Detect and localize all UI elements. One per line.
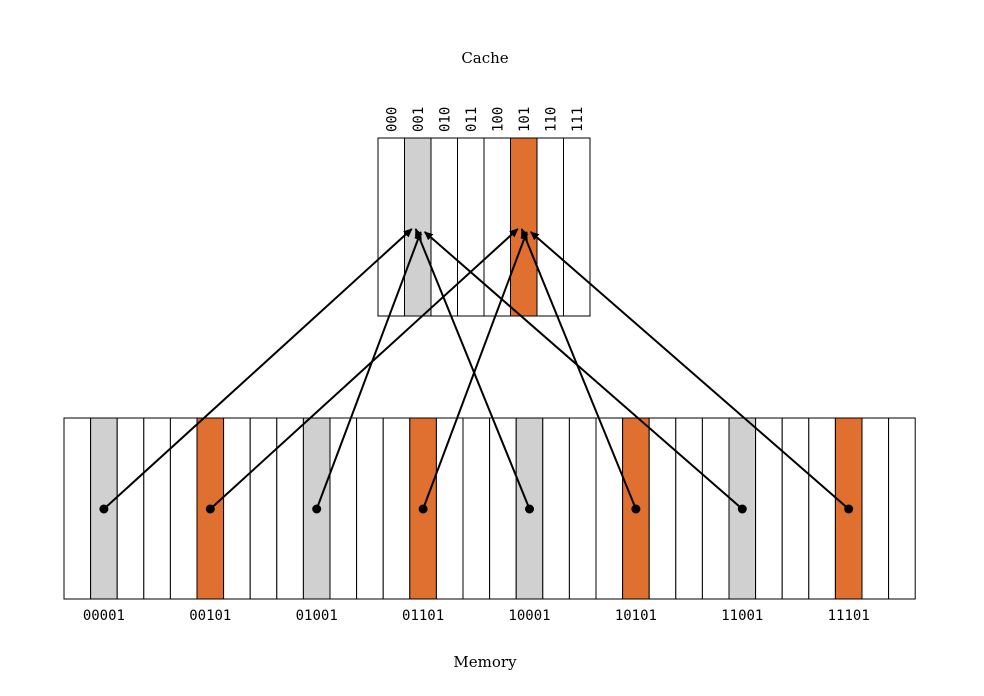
memory-cell (808, 417, 836, 600)
memory-cell (116, 417, 145, 600)
cache-cell-010 (430, 137, 458, 317)
memory-source-dot (312, 504, 322, 514)
memory-cell (249, 417, 278, 600)
cache-cell-101 (510, 137, 538, 317)
memory-address-label: 10001 (508, 608, 550, 624)
cache-index-label: 101 (517, 107, 533, 132)
memory-cell (755, 417, 783, 600)
memory-cell (568, 417, 597, 600)
memory-cell (435, 417, 464, 600)
memory-address-label: 11101 (828, 608, 870, 624)
memory-address-label: 00101 (189, 608, 231, 624)
cache-cell-100 (483, 137, 511, 317)
memory-address-label: 00001 (83, 608, 125, 624)
cache-index-labels: 000 001 010 011 100 101 110 111 (384, 107, 586, 132)
memory-source-dot (205, 504, 215, 514)
memory-cell (888, 417, 916, 600)
memory-source-dot (844, 504, 854, 514)
mapping-arrow (423, 231, 743, 510)
cache-cell-110 (536, 137, 564, 317)
memory-address-label: 01001 (296, 608, 338, 624)
cache-cell-001 (404, 137, 432, 317)
cache-title: Cache (461, 49, 508, 67)
memory-cell (489, 417, 517, 600)
mapping-arrow (520, 228, 637, 510)
memory-cell (329, 417, 358, 600)
mapping-arrow (422, 231, 528, 510)
cache-array (377, 137, 591, 317)
mapping-arrow (209, 228, 519, 510)
memory-array (63, 417, 916, 600)
memory-source-dot (525, 504, 534, 514)
memory-cell (542, 417, 570, 600)
memory-address-label: 10101 (615, 608, 657, 624)
cache-index-label: 000 (384, 107, 400, 132)
cache-index-label: 110 (543, 107, 559, 132)
memory-cell (356, 417, 384, 600)
memory-cell (781, 417, 810, 600)
mapping-arrow (529, 231, 850, 510)
cache-index-label: 011 (464, 107, 480, 132)
memory-address-label: 01101 (402, 608, 444, 624)
cache-index-label: 001 (411, 107, 427, 132)
cache-index-label: 100 (490, 107, 506, 132)
memory-cell (223, 417, 251, 600)
memory-cell (595, 417, 624, 600)
memory-address-label: 11001 (721, 608, 763, 624)
memory-cell (63, 417, 92, 600)
cache-cell-000 (377, 137, 405, 317)
memory-source-dot (99, 504, 109, 514)
mapping-arrow (414, 228, 531, 510)
memory-cell (462, 417, 491, 600)
memory-source-dot (631, 504, 641, 514)
mapping-arrows (99, 228, 854, 514)
memory-cell (382, 417, 411, 600)
memory-cell (143, 417, 171, 600)
memory-source-dot (737, 504, 747, 514)
memory-cell (675, 417, 703, 600)
memory-cell (861, 417, 890, 600)
memory-source-dot (418, 504, 428, 514)
cache-index-label: 010 (437, 107, 453, 132)
memory-address-labels: 00001 00101 01001 01101 10001 10101 11001 11101 (83, 608, 870, 624)
memory-cell (701, 417, 730, 600)
memory-cell (648, 417, 677, 600)
mapping-arrow (103, 228, 413, 510)
mapping-arrow (315, 231, 422, 510)
memory-title: Memory (453, 653, 517, 671)
cache-cell-011 (457, 137, 485, 317)
cache-cell-111 (563, 137, 591, 317)
memory-cell (169, 417, 198, 600)
cache-index-label: 111 (570, 107, 586, 132)
memory-cell (515, 417, 544, 600)
